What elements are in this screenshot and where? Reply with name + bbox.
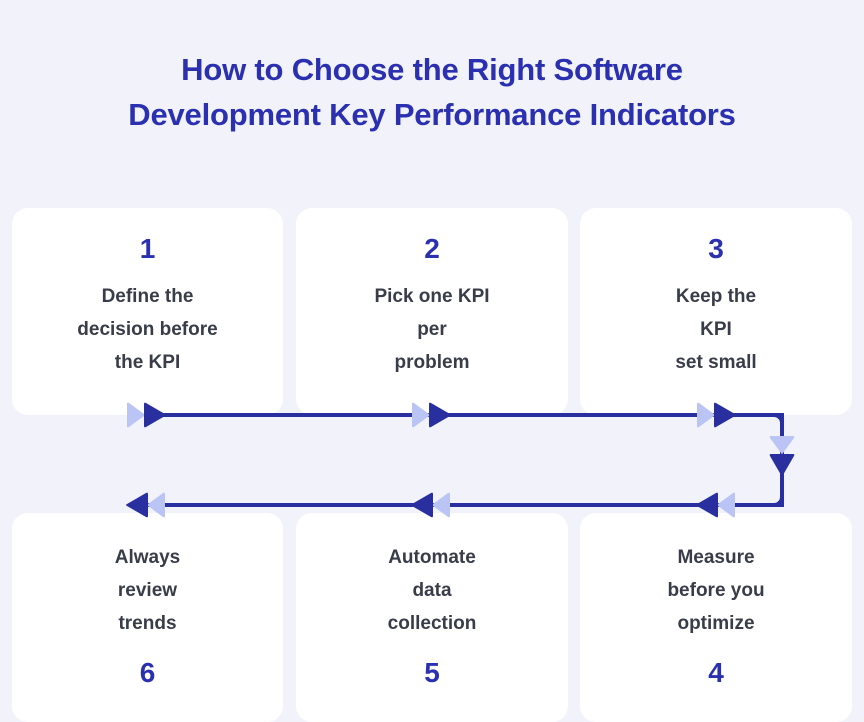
step-number: 1 — [139, 233, 156, 264]
step-description: Measure before you optimize — [667, 547, 765, 634]
flow-line-top — [160, 413, 784, 417]
double-chevron-left-icon — [125, 492, 165, 518]
page-title-line-1: How to Choose the Right Software — [181, 51, 683, 87]
double-chevron-down-icon — [769, 436, 795, 478]
flow-corner-top-right — [764, 413, 784, 433]
step-number: 2 — [424, 233, 440, 264]
page-title-line-2: Development Key Performance Indicators — [128, 96, 736, 132]
step-number: 6 — [139, 657, 156, 688]
double-chevron-left-icon — [410, 492, 450, 518]
step-card-4[interactable]: Measure before you optimize 4 — [580, 513, 852, 722]
step-card-1[interactable]: 1 Define the decision before the KPI — [12, 208, 283, 415]
step-description: Automate data collection — [387, 547, 477, 634]
header-panel: How to Choose the Right Software Develop… — [8, 8, 856, 175]
step-number: 4 — [708, 657, 724, 688]
double-chevron-right-icon — [697, 402, 737, 428]
step-card-2[interactable]: 2 Pick one KPI per problem — [296, 208, 568, 415]
step-card-6[interactable]: Always review trends 6 — [12, 513, 283, 722]
flow-corner-bottom-right — [764, 487, 784, 507]
step-description: Always review trends — [114, 547, 181, 634]
step-number: 3 — [708, 233, 724, 264]
step-description: Pick one KPI per problem — [374, 286, 490, 373]
page-title: How to Choose the Right Software Develop… — [68, 47, 795, 137]
double-chevron-left-icon — [695, 492, 735, 518]
step-card-5[interactable]: Automate data collection 5 — [296, 513, 568, 722]
step-description: Define the decision before the KPI — [77, 286, 218, 373]
step-number: 5 — [424, 657, 440, 688]
double-chevron-right-icon — [127, 402, 167, 428]
double-chevron-right-icon — [412, 402, 452, 428]
step-description: Keep the KPI set small — [675, 286, 757, 373]
flow-line-bottom — [140, 503, 784, 507]
step-card-3[interactable]: 3 Keep the KPI set small — [580, 208, 852, 415]
